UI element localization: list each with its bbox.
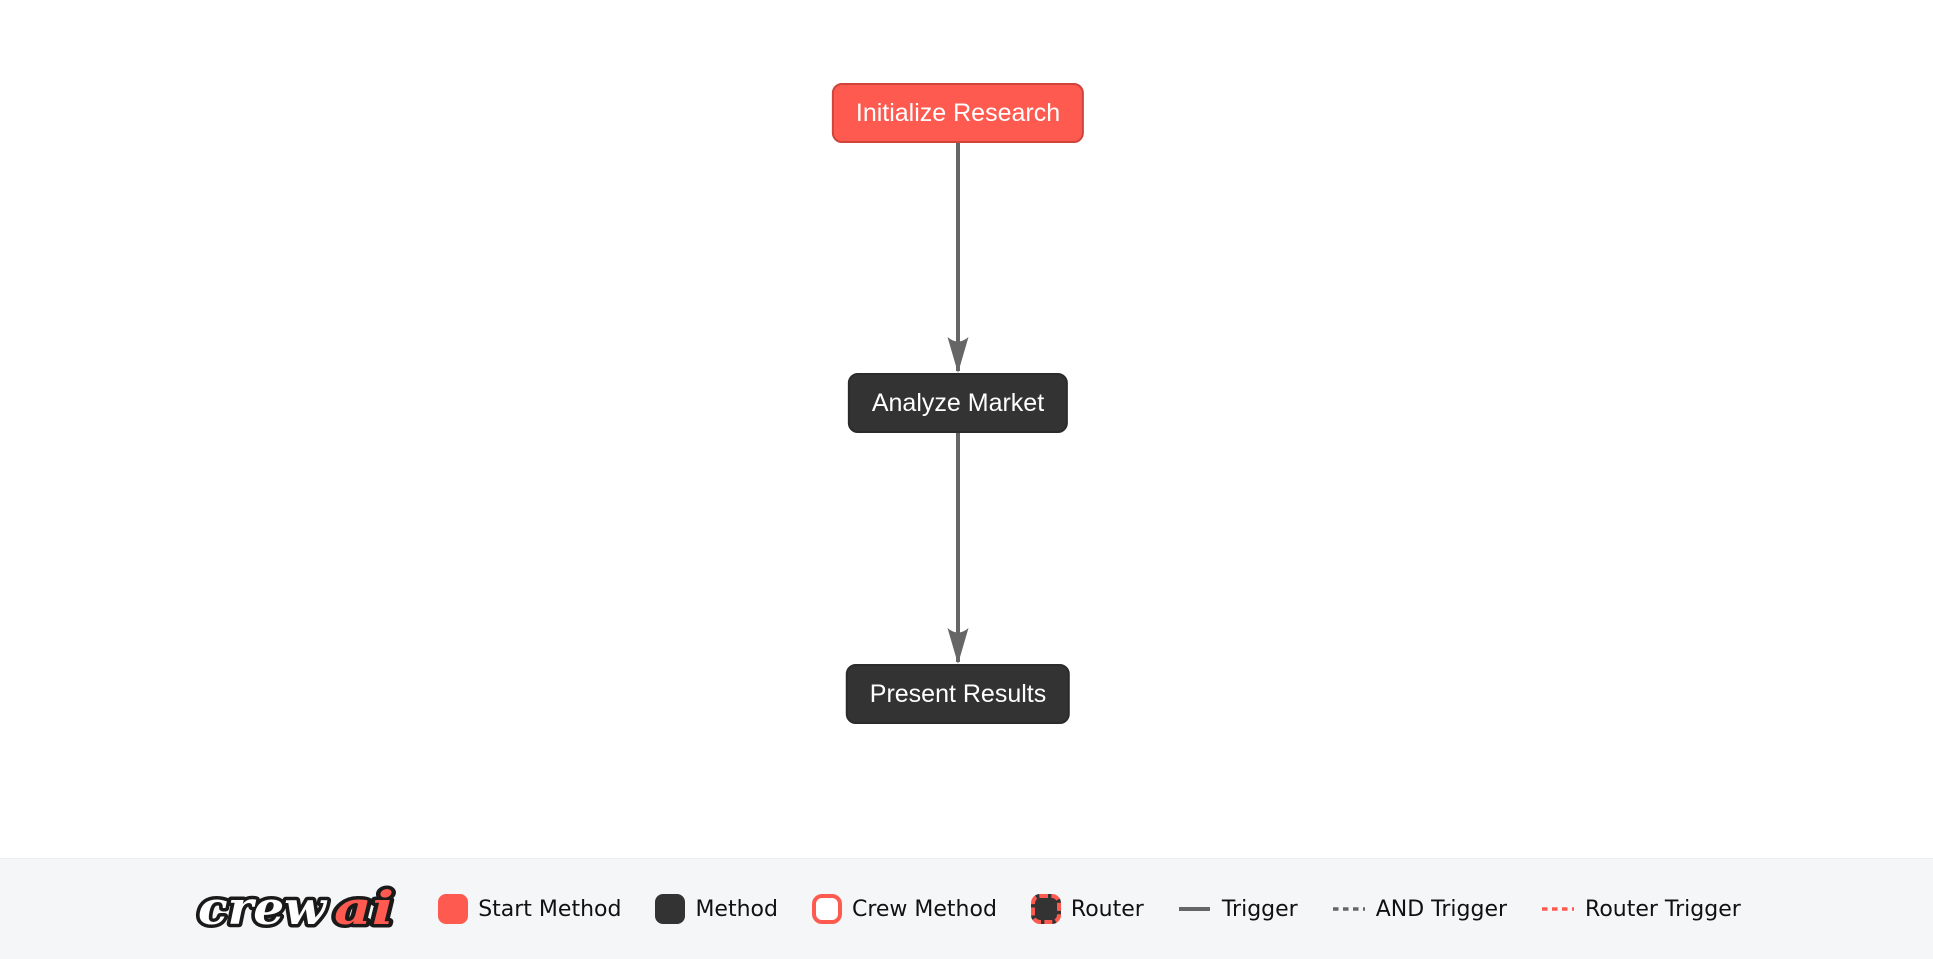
legend-item-router-trigger: Router Trigger [1541,894,1741,924]
legend-label: AND Trigger [1375,896,1508,922]
arrowhead-down-icon [947,337,969,373]
trigger-edge-2 [947,433,969,664]
trigger-line-icon [1178,907,1210,911]
router-trigger-line-icon [1542,907,1575,911]
method-swatch-icon [655,894,686,924]
crewai-logo: crew ai [195,878,398,939]
legend-item-start-method: Start Method [438,894,621,924]
crewai-logo-crew: crew [198,881,327,935]
flow-canvas[interactable]: Initialize Research Analyze Market Prese… [0,0,1933,858]
legend-item-method: Method [655,894,778,924]
crewai-logo-ai: ai [334,881,394,935]
crew-method-swatch-icon [811,894,842,924]
legend-label: Router [1070,896,1144,922]
legend-item-trigger: Trigger [1178,894,1298,924]
legend-label: Trigger [1221,896,1298,922]
and-trigger-line-icon [1332,907,1365,911]
legend-item-router: Router [1030,894,1144,924]
legend-bar: crew ai Start Method Method Crew Method … [0,858,1933,959]
flow-node-analyze-market[interactable]: Analyze Market [847,373,1069,433]
flow-node-present-results[interactable]: Present Results [845,664,1071,724]
legend-label: Router Trigger [1585,896,1741,922]
legend-label: Crew Method [851,896,997,922]
flow-node-initialize-research[interactable]: Initialize Research [831,83,1085,143]
arrowhead-down-icon [947,628,969,664]
start-method-swatch-icon [438,894,469,924]
legend-item-and-trigger: AND Trigger [1332,894,1507,924]
trigger-edge-1 [947,143,969,373]
legend-label: Method [695,896,778,922]
legend-item-crew-method: Crew Method [811,894,997,924]
legend-label: Start Method [478,896,622,922]
router-swatch-icon [1030,894,1061,924]
